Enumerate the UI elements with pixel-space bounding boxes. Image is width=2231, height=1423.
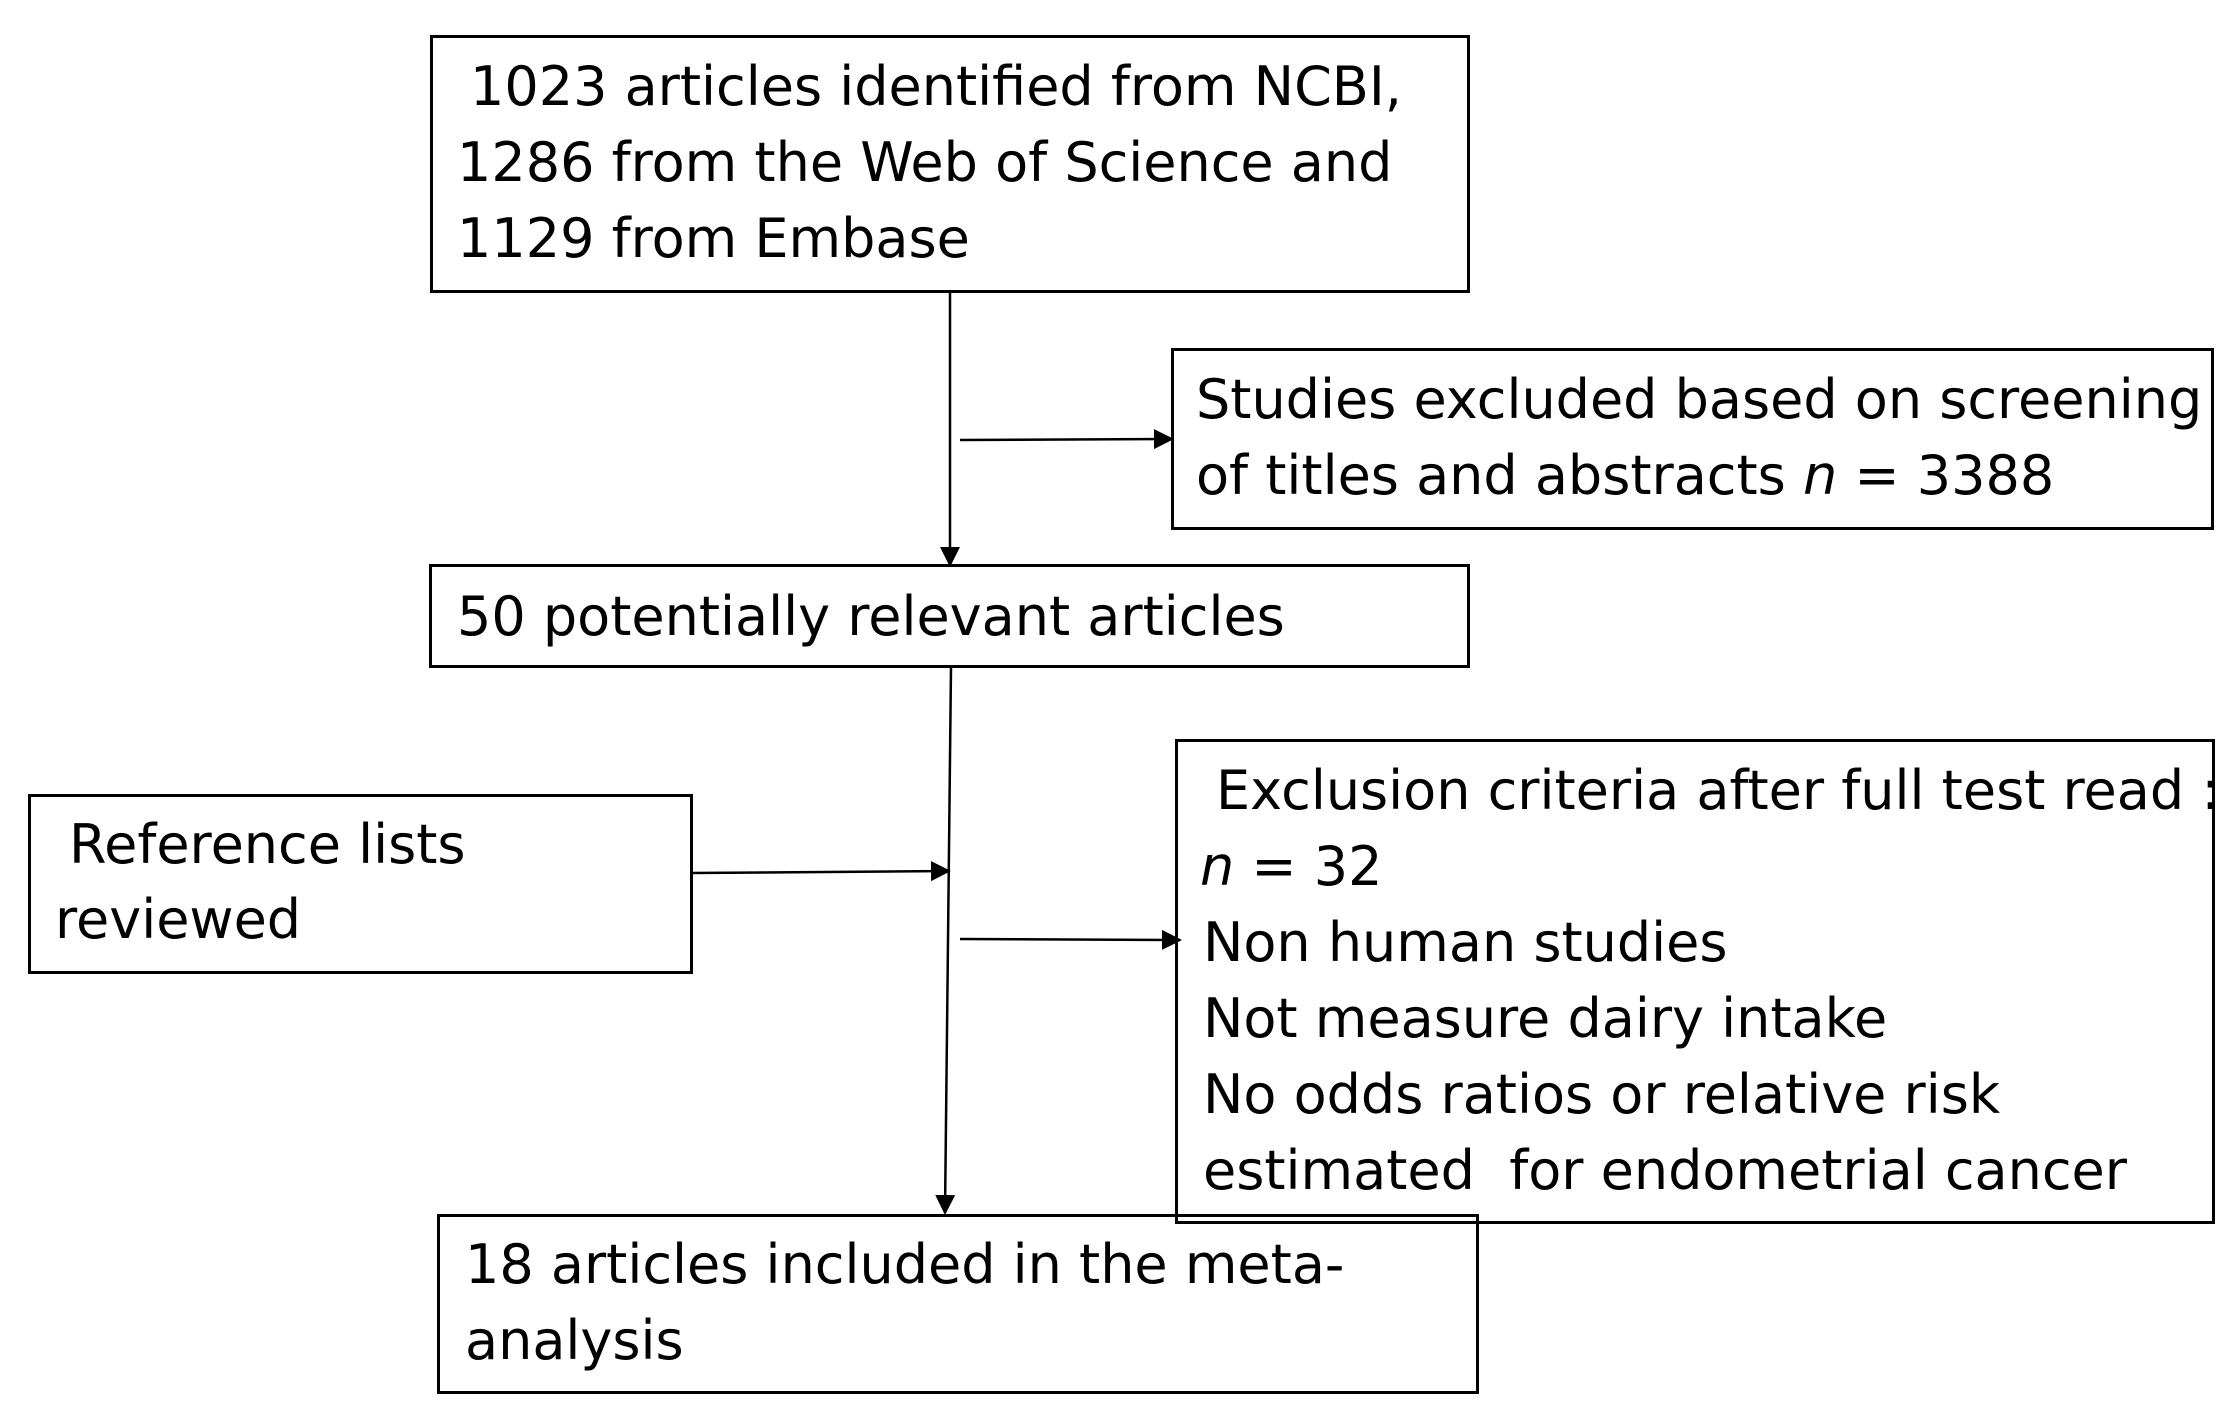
reference-lists-line-1: Reference lists [69,813,466,876]
screening-exclusion-box [1171,348,2214,530]
included-line-1: 18 articles included in the meta- [465,1233,1345,1296]
fulltext-exclusion-criterion-3: No odds ratios or relative risk [1203,1063,2001,1126]
arrow-relevant-to-included [935,666,956,1215]
screening-exclusion-line-2: of titles and abstracts n = 3388 [1196,449,2054,503]
identified-line-1: 1023 articles identified from NCBI, [470,55,1402,118]
screening-exclusion-n: n [1802,444,1838,507]
potentially-relevant-box [429,564,1470,668]
fulltext-exclusion-count: n = 32 [1200,840,1383,894]
included-line-2: analysis [465,1309,684,1372]
potentially-relevant-label: 50 potentially relevant articles [457,585,1285,648]
fulltext-exclusion-criterion-2: Not measure dairy intake [1203,987,1888,1050]
fulltext-exclusion-n-value: = 32 [1234,835,1383,898]
reference-lists-box [28,794,693,974]
arrow-to-fulltext-exclusion [959,929,1182,950]
fulltext-exclusion-criterion-1: Non human studies [1203,911,1728,974]
fulltext-exclusion-title: Exclusion criteria after full test read … [1216,759,2220,822]
fulltext-exclusion-criterion-4: estimated for endometrial cancer [1203,1139,2127,1202]
arrow-reference-lists-to-flow [690,861,951,882]
identified-articles-box [430,35,1470,293]
arrow-to-screening-exclusion [959,429,1174,450]
identified-line-3: 1129 from Embase [457,207,970,270]
reference-lists-line-2: reviewed [55,888,302,951]
included-articles-box [437,1214,1479,1394]
screening-exclusion-line-1: Studies excluded based on screening [1196,368,2203,431]
fulltext-exclusion-n: n [1200,835,1235,898]
screening-exclusion-count: = 3388 [1837,444,2055,507]
screening-exclusion-prefix: of titles and abstracts [1196,444,1803,507]
identified-line-2: 1286 from the Web of Science and [457,131,1393,194]
fulltext-exclusion-box [1175,739,2215,1224]
